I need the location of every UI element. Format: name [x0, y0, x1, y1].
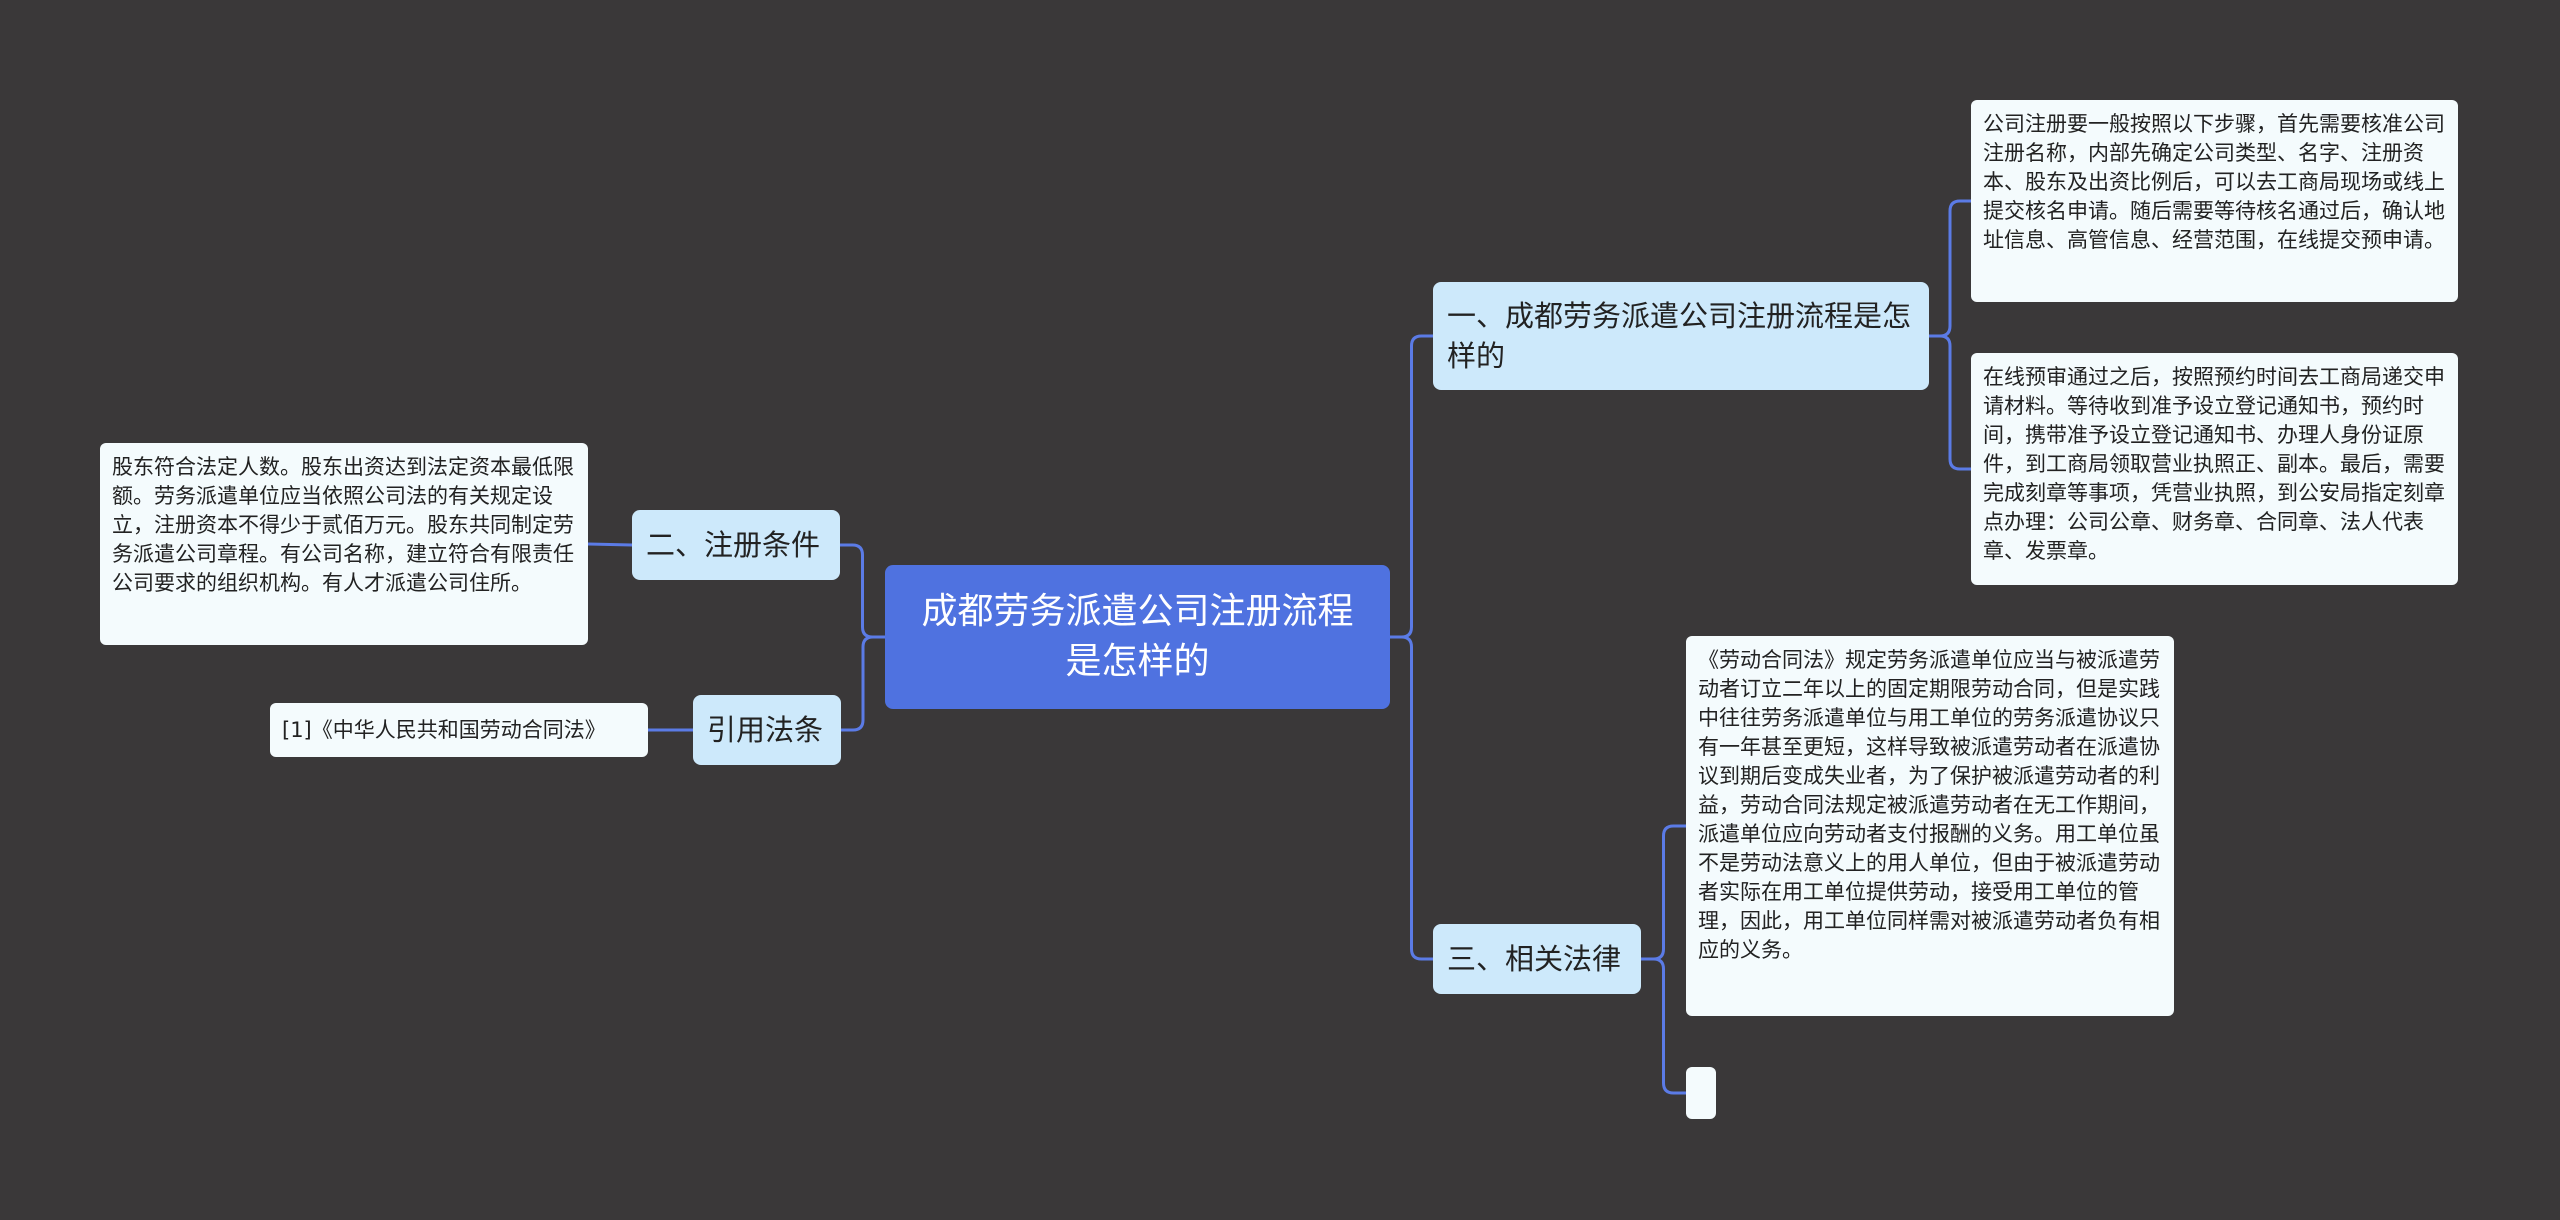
root-topic[interactable]: 成都劳务派遣公司注册流程是怎样的 — [885, 565, 1390, 709]
branch-label: 三、相关法律 — [1447, 942, 1622, 976]
connector-root-branch-4 — [1390, 635, 1433, 961]
leaf-process-step-1[interactable]: 公司注册要一般按照以下步骤，首先需要核准公司注册名称，内部先确定公司类型、名字、… — [1971, 100, 2458, 302]
leaf-empty-node[interactable] — [1686, 1067, 1716, 1119]
branch-label: 二、注册条件 — [646, 528, 821, 562]
leaf-conditions-text[interactable]: 股东符合法定人数。股东出资达到法定资本最低限额。劳务派遣单位应当依照公司法的有关… — [100, 443, 588, 645]
branch-related-law[interactable]: 三、相关法律 — [1433, 924, 1641, 994]
root-topic-label: 成都劳务派遣公司注册流程是怎样的 — [921, 591, 1354, 682]
connector-branch-4-leaf-1 — [1641, 824, 1686, 961]
branch-label: 一、成都劳务派遣公司注册流程是怎样的 — [1447, 299, 1912, 373]
leaf-cited-law-text[interactable]: [1]《中华人民共和国劳动合同法》 — [270, 703, 648, 757]
leaf-related-law-text[interactable]: 《劳动合同法》规定劳务派遣单位应当与被派遣劳动者订立二年以上的固定期限劳动合同，… — [1686, 636, 2174, 1016]
connector-branch-1-leaf-2 — [1929, 334, 1971, 471]
branch-cited-law[interactable]: 引用法条 — [693, 695, 841, 765]
connector-branch-2-leaf — [587, 542, 633, 547]
branch-label: 引用法条 — [707, 713, 824, 747]
connector-root-branch-3 — [841, 635, 885, 732]
branch-registration-conditions[interactable]: 二、注册条件 — [632, 510, 840, 580]
leaf-process-step-2[interactable]: 在线预审通过之后，按照预约时间去工商局递交申请材料。等待收到准予设立登记通知书，… — [1971, 353, 2458, 585]
branch-registration-process[interactable]: 一、成都劳务派遣公司注册流程是怎样的 — [1433, 282, 1929, 390]
connector-root-branch-1 — [1390, 334, 1433, 639]
connector-branch-1-leaf-1 — [1929, 199, 1971, 338]
connector-branch-4-leaf-2 — [1641, 957, 1686, 1095]
connector-root-branch-2 — [840, 543, 885, 639]
